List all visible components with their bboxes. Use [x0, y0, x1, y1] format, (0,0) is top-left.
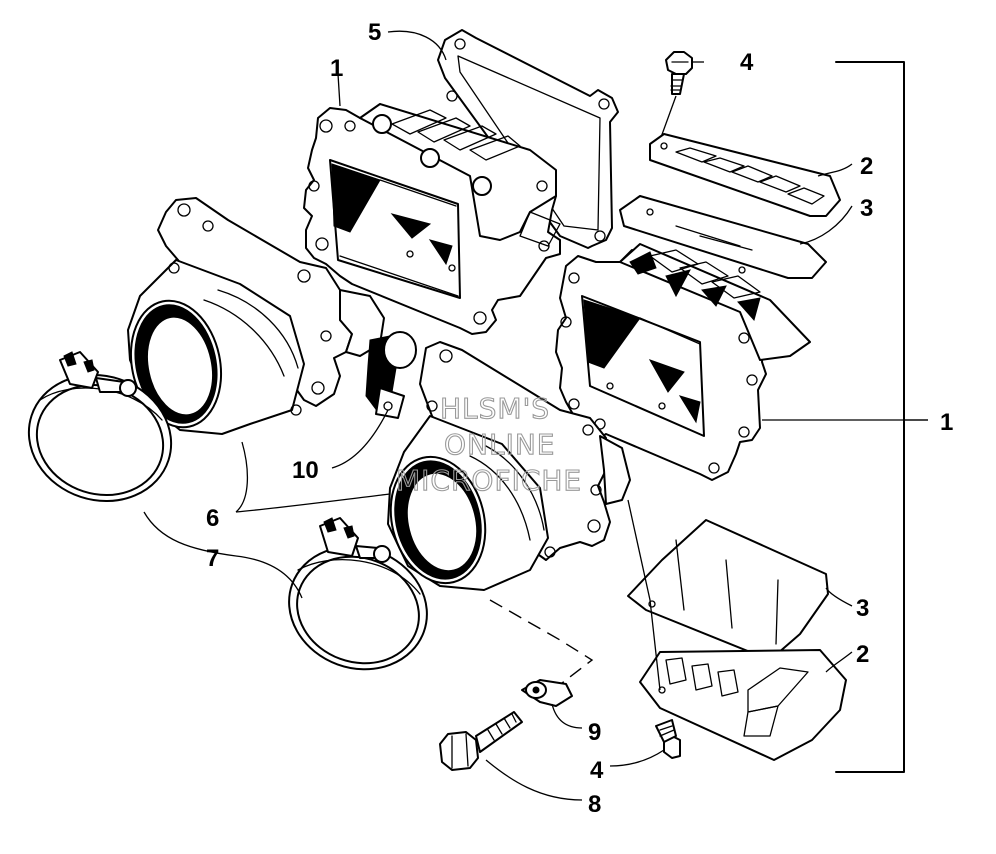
callout-4-top: 4	[740, 49, 754, 76]
hose-clamp-right	[288, 517, 428, 671]
callout-4-bottom: 4	[590, 757, 604, 784]
hose-clamp-left	[27, 351, 173, 503]
screw-part-4-bottom	[655, 719, 681, 759]
screw-part-4-top	[659, 51, 693, 141]
callout-1-top: 1	[330, 55, 343, 82]
assembly-bracket	[835, 61, 905, 773]
leader-lines	[143, 30, 928, 801]
callout-7: 7	[206, 545, 219, 572]
reed-stop-plate-top	[649, 133, 841, 217]
washer-part-9	[521, 679, 573, 707]
callout-1-right: 1	[940, 409, 953, 436]
intake-flange-left	[127, 197, 385, 435]
callout-3-bottom: 3	[856, 595, 869, 622]
reed-petal-bottom	[627, 519, 829, 661]
reed-valve-assembly-top	[303, 103, 561, 335]
reed-stop-plate-bottom	[639, 649, 847, 761]
callout-8: 8	[588, 791, 601, 818]
callout-9: 9	[588, 719, 601, 746]
bracket-part-10	[365, 331, 417, 419]
callout-6: 6	[206, 505, 219, 532]
watermark-line-2: ONLINE	[444, 428, 555, 461]
reed-petal-top	[619, 195, 827, 279]
bolt-alignment-line	[489, 599, 594, 701]
reed-valve-assembly-right	[555, 243, 811, 481]
callout-2-top: 2	[860, 153, 873, 180]
petal-guide-line	[627, 499, 661, 691]
callout-3-top: 3	[860, 195, 873, 222]
watermark-line-1: HLSM'S	[440, 392, 550, 425]
bolt-part-8	[439, 711, 523, 771]
watermark-line-3: MICROFICHE	[396, 464, 582, 497]
intake-flange-right	[387, 341, 631, 591]
watermark: HLSM'S ONLINE MICROFICHE	[395, 391, 582, 497]
callout-2-bottom: 2	[856, 641, 869, 668]
callout-5: 5	[368, 19, 381, 46]
callout-10: 10	[292, 457, 319, 484]
